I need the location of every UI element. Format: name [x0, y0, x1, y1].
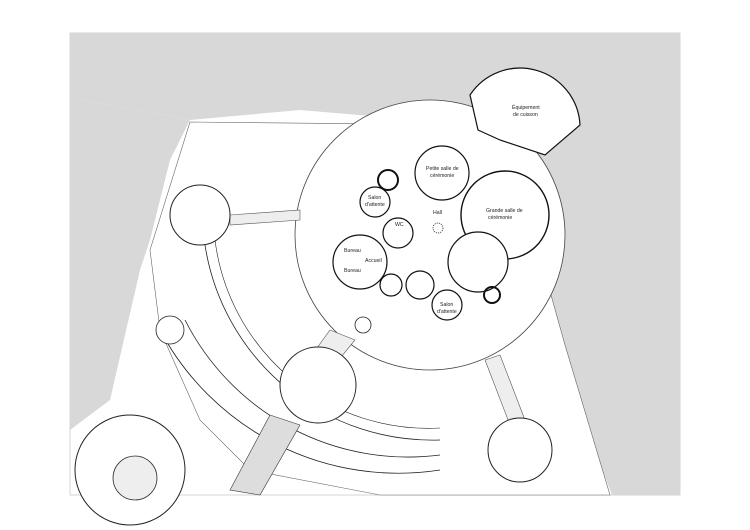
label-petite-salle-2: cérémonie: [430, 173, 454, 179]
pavilion-south: [279, 346, 357, 424]
label-petite-salle-1: Petite salle de: [426, 166, 459, 172]
label-bureau-1: Bureau: [344, 248, 361, 254]
path-west: [229, 209, 301, 226]
label-bureau-2: Bureau: [344, 268, 361, 274]
pavilion-southeast: [487, 417, 553, 483]
label-salon-attente-2a: Salon: [440, 302, 453, 308]
room-bureau-accueil: [332, 234, 388, 290]
white-site-left: [70, 98, 190, 430]
pavilion-west: [169, 184, 231, 246]
room-dark-ring-1: [483, 286, 501, 304]
pavilion-southwest-inner: [112, 455, 158, 501]
label-equipement-1: Équipement: [512, 104, 540, 111]
room-small-1: [405, 270, 435, 300]
kitchen-block: [469, 67, 581, 156]
label-salon-attente-2b: d'attente: [437, 309, 457, 315]
main-platform: [294, 99, 566, 371]
label-hall: Hall: [433, 210, 442, 216]
small-node-2: [354, 316, 372, 334]
room-salon-attente-1: [359, 186, 391, 218]
hall-icon: [432, 222, 444, 234]
label-salon-attente-1a: Salon: [368, 195, 381, 201]
stair-ramp: [229, 414, 301, 496]
room-small-2: [379, 273, 403, 297]
label-grande-salle-1: Grande salle de: [486, 208, 523, 214]
label-grande-salle-2: cérémonie: [488, 215, 512, 221]
room-wc: [382, 217, 414, 249]
small-node-1: [155, 315, 185, 345]
label-equipement-2: de cuisson: [513, 112, 538, 118]
label-salon-attente-1b: d'attente: [365, 202, 385, 208]
room-southeast-lounge: [447, 231, 509, 293]
room-petite-salle: [414, 145, 470, 201]
label-accueil: Accueil: [365, 258, 382, 264]
label-wc: WC: [395, 222, 404, 228]
room-dark-ring-2: [377, 169, 399, 191]
room-salon-attente-2: [431, 289, 463, 321]
